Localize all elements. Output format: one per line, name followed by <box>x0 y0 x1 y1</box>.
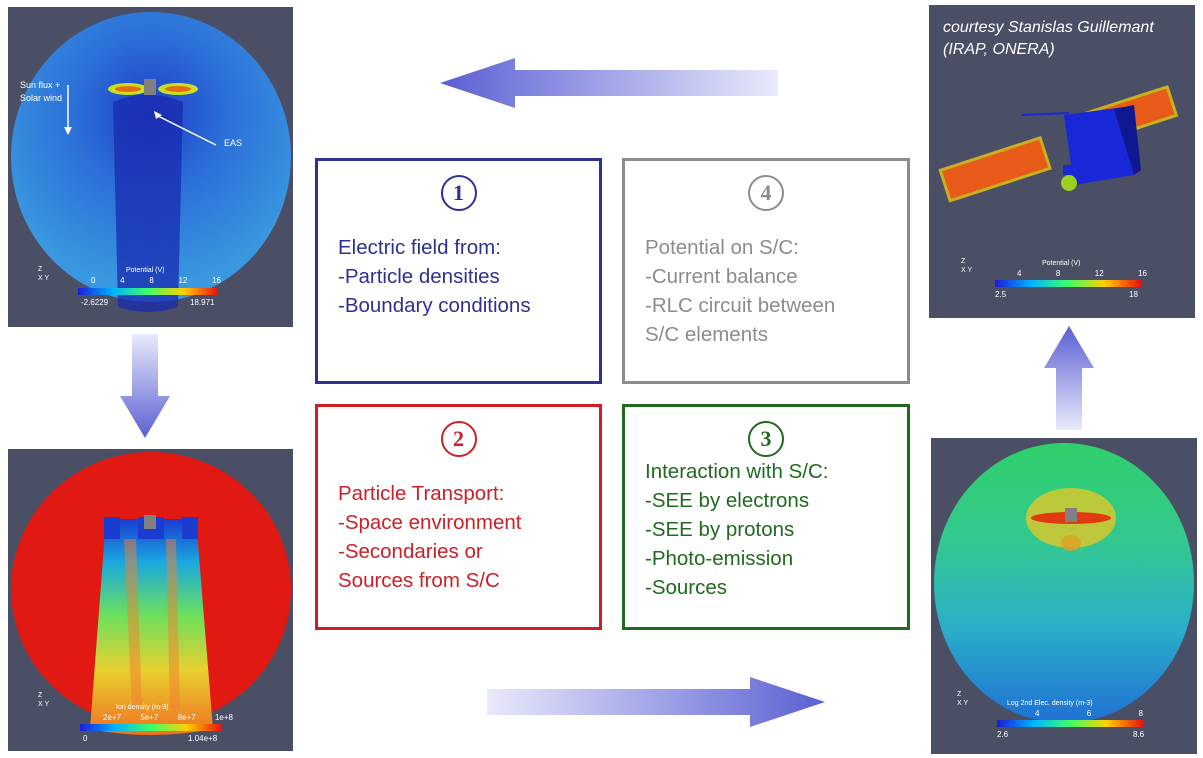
spacecraft-image <box>938 84 1179 203</box>
colorbar-title: Ion density (m-3) <box>116 704 169 711</box>
ion-density-image <box>11 452 291 735</box>
solar-wind-label: Solar wind <box>20 93 63 103</box>
credit-line-2: (IRAP, ONERA) <box>943 41 1055 58</box>
colorbar-min: -2.6229 <box>81 298 109 307</box>
colorbar-title: Potential (V) <box>1042 260 1081 267</box>
sun-flux-label: Sun flux + <box>20 80 61 90</box>
step-2-number: 2 <box>440 421 477 457</box>
arrow-right-bottom <box>487 677 825 727</box>
arrow-down-left <box>120 334 170 438</box>
step-2-box: 2 Particle Transport:-Space environment-… <box>315 404 602 630</box>
step-1-number: 1 <box>440 175 477 211</box>
colorbar <box>78 288 218 295</box>
colorbar-max: 8.6 <box>1133 730 1145 739</box>
step-3-box: 3 Interaction with S/C:-SEE by electrons… <box>622 404 910 630</box>
step-3-number: 3 <box>748 421 784 457</box>
colorbar-max: 1.04e+8 <box>188 734 218 743</box>
eas-label: EAS <box>224 138 243 148</box>
arrow-left-top <box>440 58 778 108</box>
step-1-text: Electric field from:-Particle densities-… <box>338 236 531 317</box>
colorbar-max: 18 <box>1129 290 1138 299</box>
colorbar-min: 2.5 <box>995 290 1007 299</box>
step-1-box: 1 Electric field from:-Particle densitie… <box>315 158 602 384</box>
step-4-number: 4 <box>748 175 784 211</box>
step-4-box: 4 Potential on S/C:-Current balance-RLC … <box>622 158 910 384</box>
colorbar <box>997 720 1143 727</box>
electron-density-image <box>934 443 1194 723</box>
spacecraft-panel: courtesy Stanislas Guillemant (IRAP, ONE… <box>929 5 1195 318</box>
step-4-text: Potential on S/C:-Current balance-RLC ci… <box>645 236 836 346</box>
colorbar-title: Potential (V) <box>126 267 165 274</box>
colorbar-title: Log 2nd Elec. density (m-3) <box>1007 700 1093 707</box>
credit-line-1: courtesy Stanislas Guillemant <box>943 19 1154 36</box>
colorbar <box>80 724 222 731</box>
potential-map-image <box>11 12 291 312</box>
colorbar <box>995 280 1141 287</box>
colorbar-min: 2.6 <box>997 730 1009 739</box>
step-3-text: Interaction with S/C:-SEE by electrons-S… <box>645 460 829 599</box>
arrow-up-right <box>1044 326 1094 430</box>
step-2-text: Particle Transport:-Space environment-Se… <box>338 482 522 592</box>
colorbar-max: 18.971 <box>190 298 215 307</box>
colorbar-min: 0 <box>83 734 88 743</box>
